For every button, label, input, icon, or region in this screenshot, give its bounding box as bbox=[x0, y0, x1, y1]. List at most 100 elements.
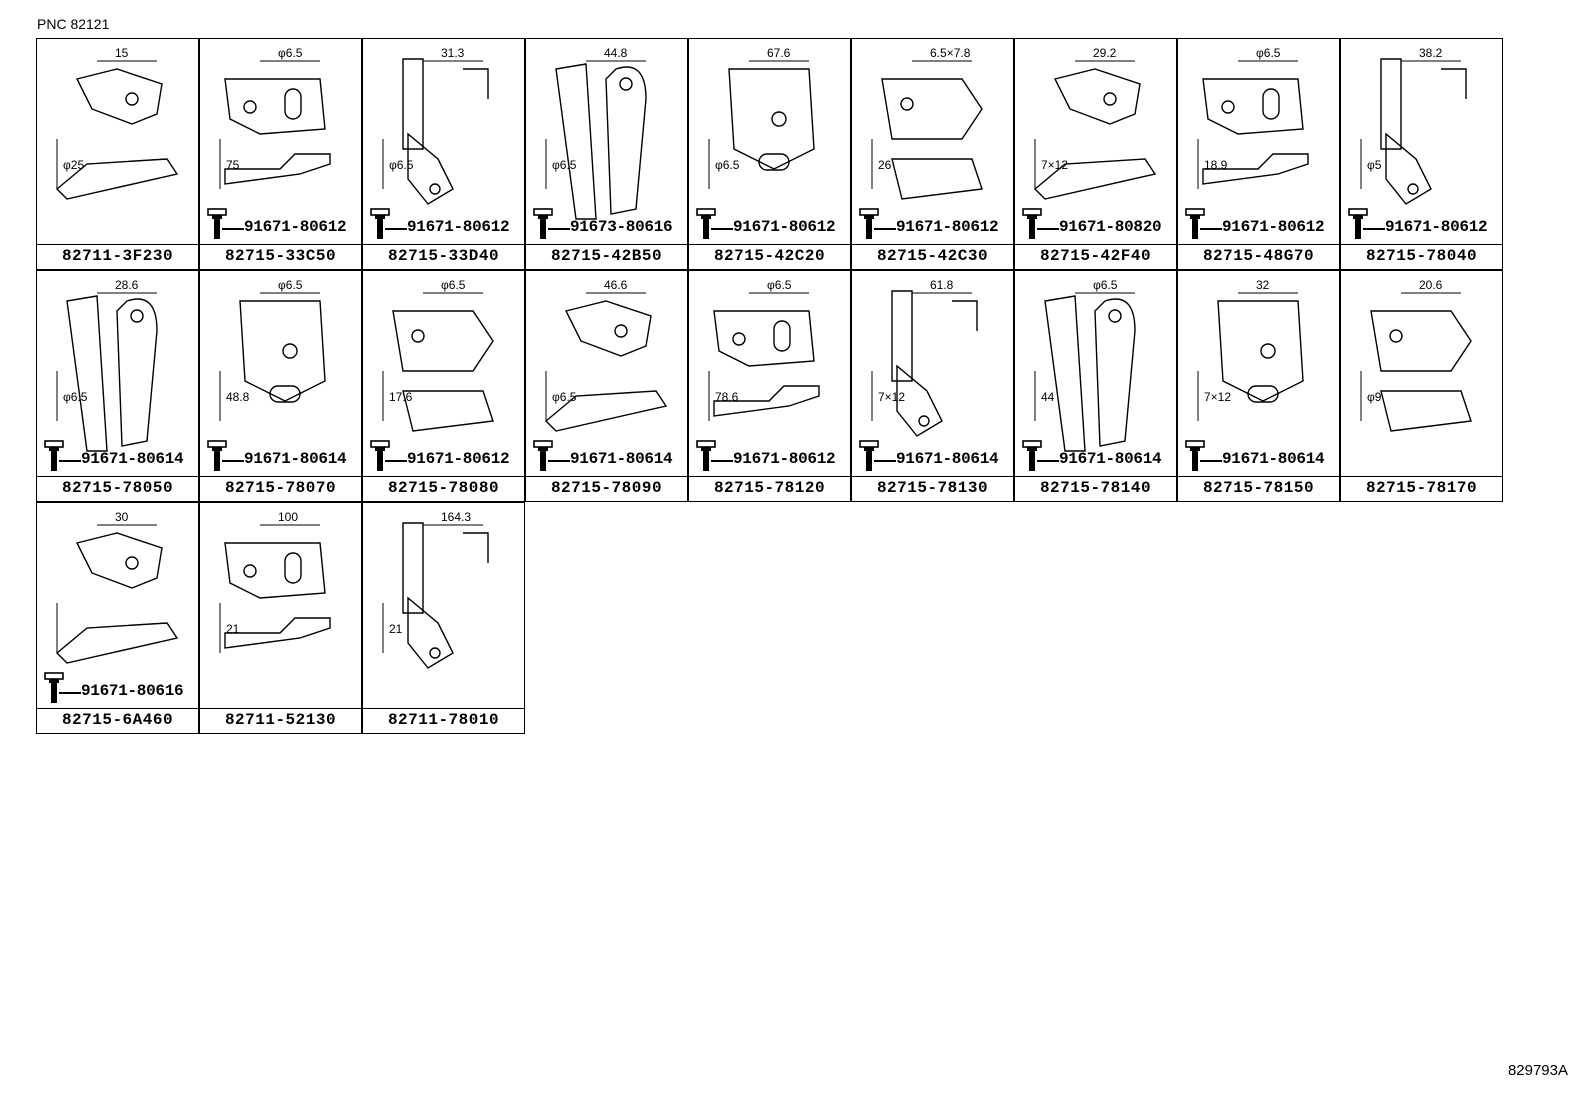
part-number[interactable]: 82711-78010 bbox=[363, 708, 524, 733]
dimension-label: 75 bbox=[226, 158, 240, 172]
part-number[interactable]: 82715-42C20 bbox=[689, 244, 850, 269]
bolt-icon bbox=[859, 208, 879, 239]
leader-line bbox=[385, 228, 407, 230]
bolt-callout: 91671-80616 bbox=[43, 671, 193, 707]
bolt-part-number: 91671-80614 bbox=[81, 450, 184, 468]
bolt-callout: 91673-80616 bbox=[532, 207, 682, 243]
leader-line bbox=[222, 460, 244, 462]
bolt-callout: 91671-80612 bbox=[695, 439, 845, 475]
bolt-part-number: 91671-80614 bbox=[1222, 450, 1325, 468]
leader-line bbox=[1363, 228, 1385, 230]
dimension-label: φ6.5 bbox=[767, 278, 792, 292]
part-number[interactable]: 82715-42C30 bbox=[852, 244, 1013, 269]
bolt-callout: 91671-80612 bbox=[206, 207, 356, 243]
bolt-callout: 91671-80614 bbox=[1184, 439, 1334, 475]
bolt-part-number: 91671-80820 bbox=[1059, 218, 1162, 236]
bolt-icon bbox=[1022, 440, 1042, 471]
part-number[interactable]: 82715-42B50 bbox=[526, 244, 687, 269]
bolt-icon bbox=[1348, 208, 1368, 239]
part-number[interactable]: 82715-78050 bbox=[37, 476, 198, 501]
dimension-label: 32 bbox=[1256, 278, 1270, 292]
bolt-part-number: 91671-80612 bbox=[1222, 218, 1325, 236]
part-illustration: 20.6φ9 bbox=[1360, 278, 1472, 432]
bolt-icon bbox=[1022, 208, 1042, 239]
figure-id: 829793A bbox=[1507, 1062, 1568, 1079]
part-number[interactable]: 82715-78150 bbox=[1178, 476, 1339, 501]
bolt-callout: 91671-80614 bbox=[206, 439, 356, 475]
part-number[interactable]: 82715-6A460 bbox=[37, 708, 198, 733]
part-number[interactable]: 82715-33D40 bbox=[363, 244, 524, 269]
dimension-label: 30 bbox=[115, 510, 129, 524]
part-number[interactable]: 82715-78130 bbox=[852, 476, 1013, 501]
dimension-label: φ6.5 bbox=[715, 158, 740, 172]
part-illustration: 164.321 bbox=[382, 510, 489, 669]
dimension-label: φ6.5 bbox=[389, 158, 414, 172]
part-number[interactable]: 82711-3F230 bbox=[37, 244, 198, 269]
part-illustration: 46.6φ6.5 bbox=[544, 278, 668, 432]
bolt-icon bbox=[533, 440, 553, 471]
dimension-label: 15 bbox=[115, 46, 129, 60]
leader-line bbox=[548, 228, 570, 230]
part-illustration: φ6.575 bbox=[219, 46, 331, 189]
bolt-part-number: 91671-80614 bbox=[1059, 450, 1162, 468]
leader-line bbox=[548, 460, 570, 462]
part-number[interactable]: 82715-78090 bbox=[526, 476, 687, 501]
leader-line bbox=[222, 228, 244, 230]
leader-line bbox=[59, 460, 81, 462]
dimension-label: 31.3 bbox=[441, 46, 465, 60]
bolt-part-number: 91671-80614 bbox=[570, 450, 673, 468]
dimension-label: 44 bbox=[1041, 390, 1055, 404]
part-number[interactable]: 82715-78080 bbox=[363, 476, 524, 501]
part-number[interactable]: 82715-78140 bbox=[1015, 476, 1176, 501]
part-number[interactable]: 82715-78170 bbox=[1341, 476, 1502, 501]
part-number[interactable]: 82715-78120 bbox=[689, 476, 850, 501]
part-number[interactable]: 82715-78040 bbox=[1341, 244, 1502, 269]
dimension-label: 7×12 bbox=[1041, 158, 1068, 172]
bolt-callout: 91671-80614 bbox=[1021, 439, 1171, 475]
leader-line bbox=[1200, 460, 1222, 462]
part-number[interactable]: 82715-42F40 bbox=[1015, 244, 1176, 269]
dimension-label: φ6.5 bbox=[278, 278, 303, 292]
part-number[interactable]: 82715-48G70 bbox=[1178, 244, 1339, 269]
bolt-part-number: 91671-80614 bbox=[896, 450, 999, 468]
part-illustration: φ6.544 bbox=[1034, 278, 1136, 452]
leader-line bbox=[1200, 228, 1222, 230]
part-illustration: φ6.517.6 bbox=[382, 278, 494, 432]
part-number[interactable]: 82711-52130 bbox=[200, 708, 361, 733]
bolt-callout: 91671-80612 bbox=[1347, 207, 1497, 243]
dimension-label: 28.6 bbox=[115, 278, 139, 292]
dimension-label: φ6.5 bbox=[552, 390, 577, 404]
part-illustration: 6.5×7.826 bbox=[871, 46, 983, 200]
dimension-label: 48.8 bbox=[226, 390, 250, 404]
dimension-label: φ9 bbox=[1367, 390, 1382, 404]
part-number[interactable]: 82715-33C50 bbox=[200, 244, 361, 269]
leader-line bbox=[874, 228, 896, 230]
part-illustration: 31.3 φ6.5 bbox=[382, 46, 489, 205]
part-number[interactable]: 82715-78070 bbox=[200, 476, 361, 501]
part-illustration: 61.87×12 bbox=[871, 278, 978, 437]
dimension-label: 7×12 bbox=[878, 390, 905, 404]
bolt-callout: 91671-80614 bbox=[43, 439, 193, 475]
